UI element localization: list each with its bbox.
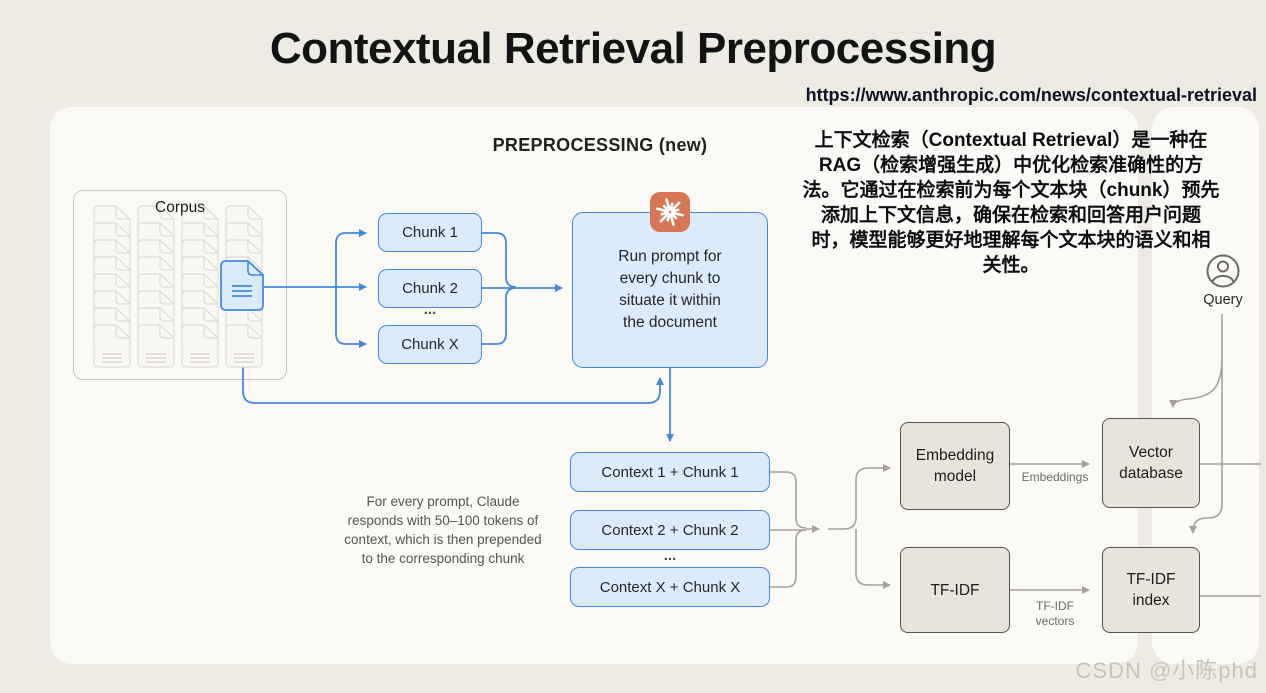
embedding-model-label: Embedding model (915, 447, 995, 485)
chunk-x-label: Chunk X (401, 336, 459, 353)
context-chunk-1-label: Context 1 + Chunk 1 (601, 463, 739, 481)
context-chunk-1-box: Context 1 + Chunk 1 (570, 452, 770, 492)
run-prompt-box: Run prompt for every chunk to situate it… (572, 212, 768, 368)
chinese-annotation: 上下文检索（Contextual Retrieval）是一种在 RAG（检索增强… (802, 130, 1220, 276)
chunk-2-box: Chunk 2 (378, 269, 482, 308)
context-chunk-x-label: Context X + Chunk X (599, 578, 741, 596)
context-chunk-2-box: Context 2 + Chunk 2 (570, 510, 770, 550)
chunk-2-label: Chunk 2 (402, 280, 458, 297)
context-chunk-2-label: Context 2 + Chunk 2 (601, 521, 739, 539)
tfidf-label: TF-IDF (930, 581, 980, 599)
query-user-icon (1205, 253, 1241, 289)
chunk-1-label: Chunk 1 (402, 224, 458, 241)
tfidf-vectors-flow-label: TF-IDF vectors (1035, 599, 1075, 628)
claude-spark-icon (650, 192, 690, 232)
tfidf-index-box: TF-IDF index (1102, 547, 1200, 633)
page-title: Contextual Retrieval Preprocessing (269, 24, 997, 73)
selected-document-icon (220, 260, 266, 317)
section-label: PREPROCESSING (new) (492, 135, 708, 155)
query-label: Query (1203, 292, 1243, 308)
watermark: CSDN @小陈phd (1075, 658, 1258, 683)
chunk-1-box: Chunk 1 (378, 213, 482, 252)
vector-database-label: Vector database (1119, 444, 1183, 482)
chunk-x-box: Chunk X (378, 325, 482, 364)
vector-database-box: Vector database (1102, 418, 1200, 508)
corpus-label: Corpus (155, 199, 205, 216)
chunks-ellipsis: ... (423, 301, 437, 318)
context-chunk-x-box: Context X + Chunk X (570, 567, 770, 607)
prompt-caption: For every prompt, Claude responds with 5… (344, 494, 542, 566)
embeddings-flow-label: Embeddings (1021, 470, 1089, 484)
context-chunks-ellipsis: ... (663, 547, 677, 564)
source-url-link[interactable]: https://www.anthropic.com/news/contextua… (805, 85, 1257, 105)
tfidf-box: TF-IDF (900, 547, 1010, 633)
tfidf-index-label: TF-IDF index (1126, 571, 1176, 609)
embedding-model-box: Embedding model (900, 422, 1010, 510)
corpus-box (73, 190, 287, 380)
